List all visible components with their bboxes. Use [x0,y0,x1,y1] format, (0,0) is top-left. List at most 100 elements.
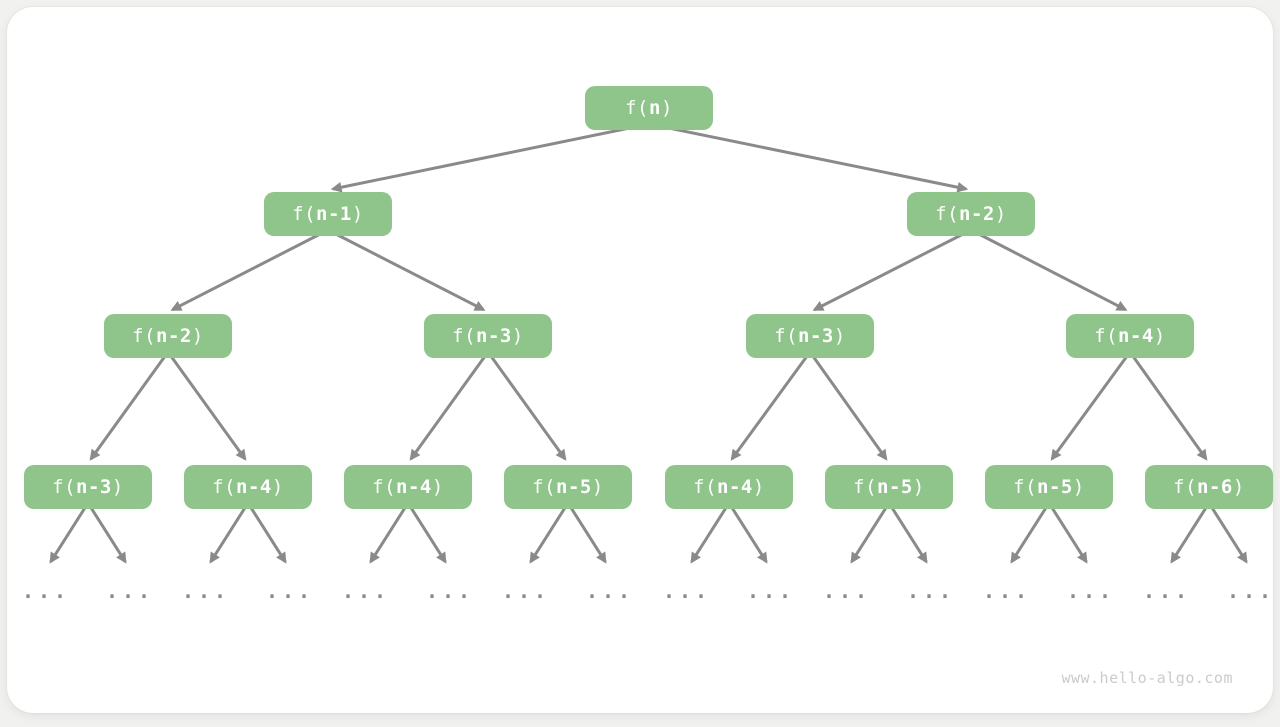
node-label-prefix: f( [935,203,960,225]
edge-arrow [246,502,287,564]
ellipsis-label: ... [585,579,635,603]
edge-arrow [1207,502,1248,564]
node-label-suffix: ) [191,325,204,347]
edge-arrow [887,502,928,564]
edge-arrow [690,502,731,564]
node-label-prefix: f( [132,325,157,347]
node-label-argument: n-5 [877,476,913,498]
node-label-prefix: f( [452,325,477,347]
ellipsis-label: ... [662,579,712,603]
edge-arrow [566,502,607,564]
tree-node-f(n-6): f(n-6) [1145,465,1273,509]
node-label-prefix: f( [212,476,237,498]
node-label-argument: n-2 [156,325,192,347]
node-label-argument: n-3 [476,325,512,347]
node-label-suffix: ) [994,203,1007,225]
tree-node-f(n-4): f(n-4) [665,465,793,509]
tree-node-f(n): f(n) [585,86,713,130]
node-label-suffix: ) [431,476,444,498]
node-label-argument: n-3 [798,325,834,347]
tree-node-f(n-3): f(n-3) [24,465,152,509]
node-label-prefix: f( [292,203,317,225]
diagram-canvas: f(n)f(n-1)f(n-2)f(n-2)f(n-3)f(n-3)f(n-4)… [7,7,1273,713]
node-label-prefix: f( [532,476,557,498]
node-label-suffix: ) [271,476,284,498]
ellipsis-label: ... [181,579,231,603]
ellipsis-label: ... [105,579,155,603]
node-label-suffix: ) [752,476,765,498]
node-label-prefix: f( [853,476,878,498]
edge-arrow [49,502,90,564]
edge-arrow [529,502,570,564]
node-label-prefix: f( [1094,325,1119,347]
ellipsis-label: ... [746,579,796,603]
tree-node-f(n-5): f(n-5) [504,465,632,509]
node-label-prefix: f( [625,97,649,119]
edge-arrow [209,502,250,564]
node-label-argument: n-2 [959,203,995,225]
node-label-argument: n-1 [316,203,352,225]
edge-arrow [330,122,650,193]
edge-arrow [89,351,170,461]
edge-arrow [808,351,888,461]
ellipsis-label: ... [1142,579,1192,603]
node-label-prefix: f( [372,476,397,498]
tree-node-f(n-1): f(n-1) [264,192,392,236]
ellipsis-label: ... [822,579,872,603]
edge-arrow [1128,351,1208,461]
node-label-suffix: ) [833,325,846,347]
node-label-argument: n-5 [556,476,592,498]
tree-node-f(n-3): f(n-3) [424,314,552,358]
node-label-suffix: ) [912,476,925,498]
node-label-prefix: f( [774,325,799,347]
edge-arrow [369,502,410,564]
tree-node-f(n-4): f(n-4) [184,465,312,509]
edge-arrow [1047,502,1088,564]
node-label-argument: n-3 [76,476,112,498]
node-label-suffix: ) [1153,325,1166,347]
node-label-argument: n-5 [1037,476,1073,498]
edge-arrow [170,228,329,312]
edge-arrow [327,228,486,312]
edge-arrow [1050,351,1132,461]
tree-node-f(n-2): f(n-2) [104,314,232,358]
node-label-suffix: ) [1072,476,1085,498]
edge-arrow [812,228,972,312]
node-label-suffix: ) [111,476,124,498]
tree-node-f(n-4): f(n-4) [344,465,472,509]
node-label-prefix: f( [52,476,77,498]
tree-node-f(n-5): f(n-5) [825,465,953,509]
node-label-argument: n [648,97,661,119]
node-label-argument: n-4 [236,476,272,498]
tree-node-f(n-2): f(n-2) [907,192,1035,236]
edge-arrow [850,502,891,564]
tree-node-f(n-4): f(n-4) [1066,314,1194,358]
edge-arrow [486,351,567,461]
ellipsis-label: ... [982,579,1032,603]
ellipsis-label: ... [265,579,315,603]
node-label-suffix: ) [591,476,604,498]
node-label-suffix: ) [660,97,673,119]
node-label-prefix: f( [1173,476,1198,498]
edge-arrow [970,228,1128,312]
node-label-argument: n-4 [396,476,432,498]
tree-node-f(n-5): f(n-5) [985,465,1113,509]
ellipsis-label: ... [1226,579,1276,603]
tree-node-f(n-3): f(n-3) [746,314,874,358]
node-label-argument: n-4 [1118,325,1154,347]
node-label-prefix: f( [1013,476,1038,498]
node-label-suffix: ) [351,203,364,225]
ellipsis-label: ... [501,579,551,603]
edge-arrow [409,351,490,461]
ellipsis-label: ... [341,579,391,603]
edge-arrow [730,351,812,461]
ellipsis-label: ... [425,579,475,603]
edge-arrow [406,502,447,564]
node-label-suffix: ) [1232,476,1245,498]
node-label-argument: n-6 [1197,476,1233,498]
edge-arrow [648,122,969,193]
watermark: www.hello-algo.com [1061,669,1233,687]
ellipsis-label: ... [906,579,956,603]
edge-arrow [1170,502,1211,564]
ellipsis-label: ... [21,579,71,603]
